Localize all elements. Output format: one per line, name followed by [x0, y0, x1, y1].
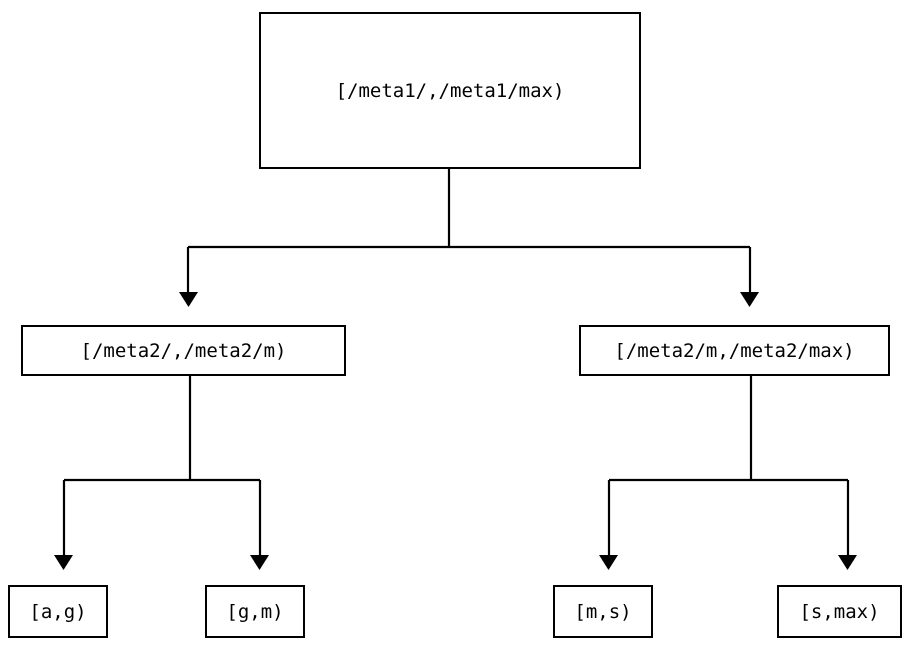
- arrowhead-to-leaf-4: [838, 555, 857, 570]
- arrowhead-to-leaf-2: [250, 555, 269, 570]
- arrowhead-to-mid-right: [740, 292, 759, 307]
- node-mid-left[interactable]: [/meta2/,/meta2/m): [21, 325, 346, 376]
- node-root[interactable]: [/meta1/,/meta1/max): [259, 12, 641, 169]
- node-leaf-a-g[interactable]: [a,g): [8, 585, 108, 638]
- edge-midright-to-leaves: [599, 376, 857, 570]
- arrowhead-to-leaf-1: [54, 555, 73, 570]
- node-leaf-g-m[interactable]: [g,m): [205, 585, 305, 638]
- node-mid-right[interactable]: [/meta2/m,/meta2/max): [579, 325, 890, 376]
- arrowhead-to-leaf-3: [599, 555, 618, 570]
- node-leaf-s-max[interactable]: [s,max): [777, 585, 902, 638]
- edge-root-to-mid: [179, 169, 759, 307]
- edge-midleft-to-leaves: [54, 376, 269, 570]
- node-leaf-m-s[interactable]: [m,s): [553, 585, 653, 638]
- arrowhead-to-mid-left: [179, 292, 198, 307]
